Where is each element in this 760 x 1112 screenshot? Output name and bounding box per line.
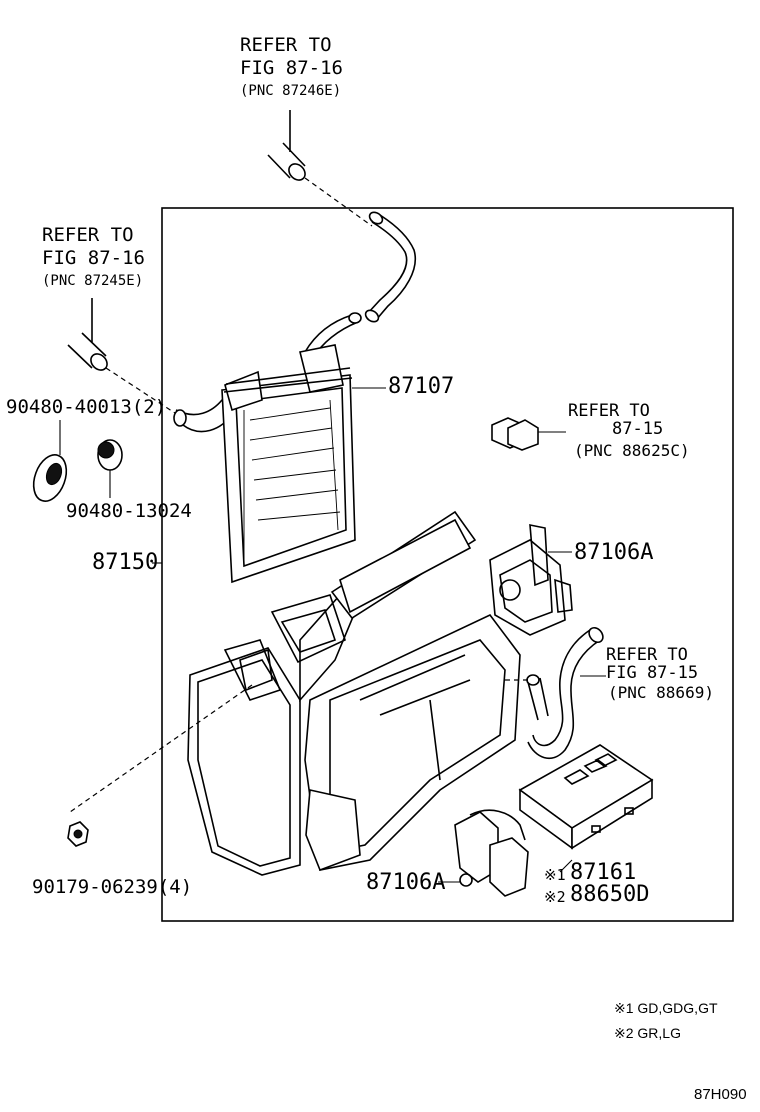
heater-unit-housing bbox=[187, 510, 521, 876]
grommet-small bbox=[97, 439, 123, 498]
ref-right-lower-line2: FIG 87-15 bbox=[606, 663, 699, 683]
ref-top-line1: REFER TO bbox=[240, 34, 332, 56]
amplifier-box bbox=[518, 744, 654, 850]
ref-left-pnc: (PNC 87245E) bbox=[42, 273, 144, 289]
ref-left-line1: REFER TO bbox=[42, 224, 134, 246]
ref-right-upper-line2: 87-15 bbox=[612, 419, 664, 439]
ref-right-lower-pnc: (PNC 88669) bbox=[608, 683, 714, 702]
note-2: ※2 GR,LG bbox=[614, 1025, 681, 1041]
heater-core bbox=[221, 344, 356, 584]
part-87161[interactable]: 87161 bbox=[570, 860, 637, 885]
ref-left-line2: FIG 87-16 bbox=[42, 247, 145, 269]
part-87106a-upper[interactable]: 87106A bbox=[574, 540, 654, 565]
assembly-frame bbox=[161, 207, 734, 922]
top-hose-stub bbox=[267, 110, 306, 181]
servo-motor-lower bbox=[454, 809, 529, 897]
part-88650d[interactable]: 88650D bbox=[570, 882, 650, 907]
part-90480-13024[interactable]: 90480-13024 bbox=[66, 500, 192, 522]
ref-right-upper-pnc: (PNC 88625C) bbox=[574, 441, 690, 460]
part-87106a-lower[interactable]: 87106A bbox=[366, 870, 446, 895]
part-90179-06239[interactable]: 90179-06239(4) bbox=[32, 876, 193, 898]
part-87150[interactable]: 87150 bbox=[92, 550, 159, 575]
screw bbox=[67, 821, 89, 847]
ref-right-lower-line1: REFER TO bbox=[606, 645, 688, 665]
right-heater-hose bbox=[526, 626, 604, 760]
part-90480-40013[interactable]: 90480-40013(2) bbox=[6, 396, 167, 418]
ref-top-line2: FIG 87-16 bbox=[240, 57, 343, 79]
upper-heater-hose bbox=[304, 211, 417, 359]
diagram-code: 87H090 bbox=[694, 1086, 747, 1103]
note-1: ※1 GD,GDG,GT bbox=[614, 1000, 718, 1016]
left-hose-stub bbox=[67, 298, 108, 371]
part-87107[interactable]: 87107 bbox=[388, 374, 455, 399]
ref-top-pnc: (PNC 87246E) bbox=[240, 83, 342, 99]
connector bbox=[491, 417, 566, 451]
part-87161-mark: ※1 bbox=[544, 866, 566, 884]
ref-right-upper-line1: REFER TO bbox=[568, 401, 650, 421]
servo-motor-upper bbox=[489, 524, 573, 636]
part-88650d-mark: ※2 bbox=[544, 888, 566, 906]
grommet-large bbox=[32, 454, 68, 502]
